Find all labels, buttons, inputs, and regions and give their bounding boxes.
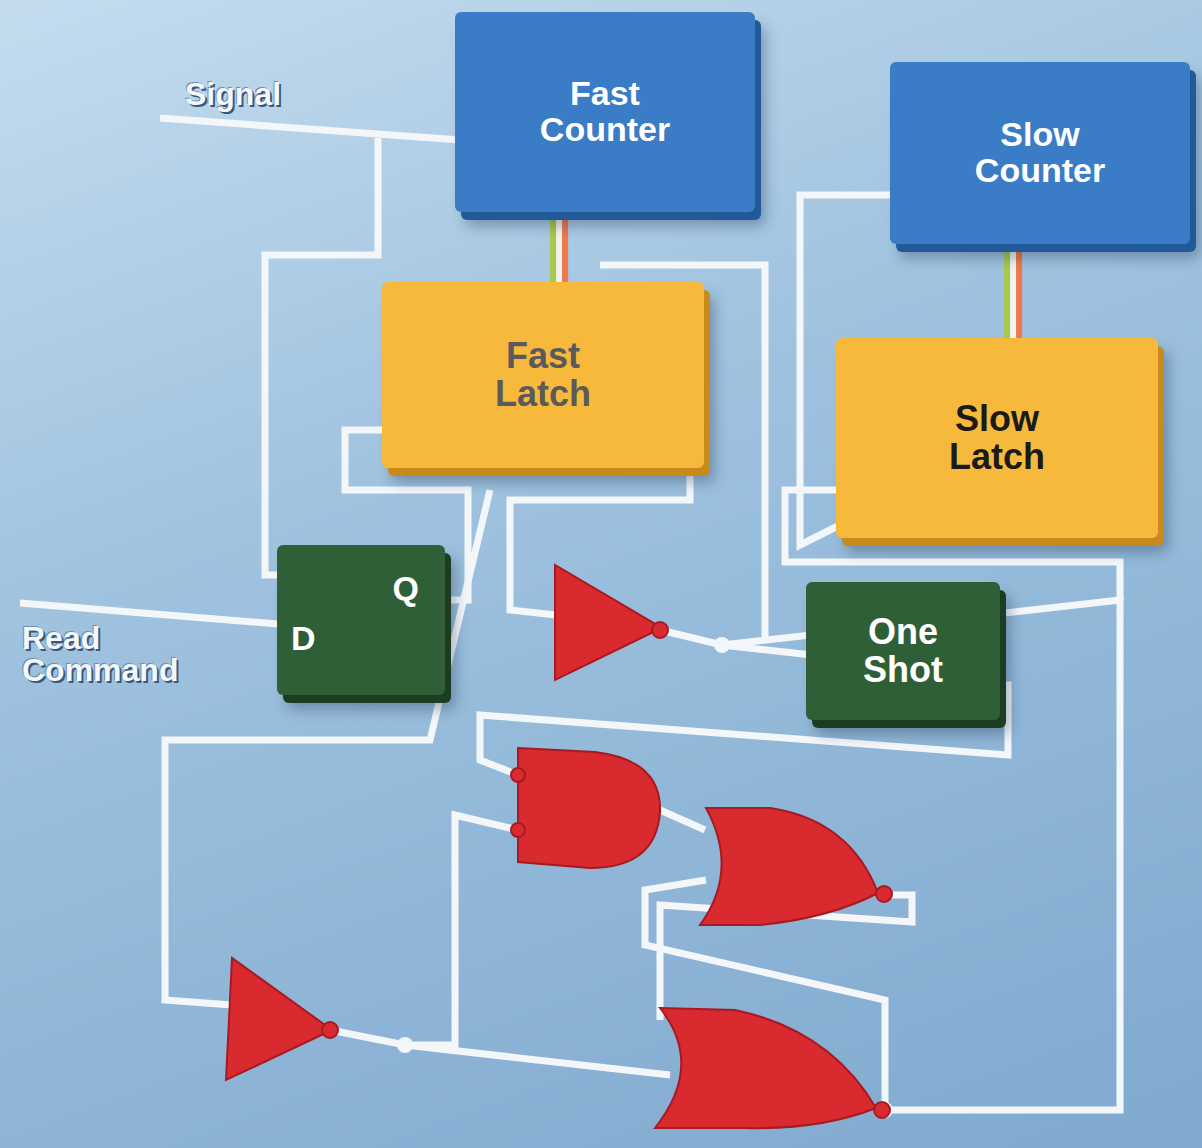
gate-bubble xyxy=(874,1102,890,1118)
flip-flop-box: QD xyxy=(277,545,445,695)
box-title: One Shot xyxy=(863,613,943,689)
buffer-gate xyxy=(226,958,332,1080)
buffer2-output-wire xyxy=(330,1030,670,1075)
read-command-wire xyxy=(20,603,290,625)
gate-pin xyxy=(511,768,525,782)
signal-branch-wire xyxy=(265,138,378,575)
bus-stripe xyxy=(562,212,568,282)
fast-latch-loop-wire xyxy=(600,265,765,640)
gate-bubble xyxy=(322,1022,338,1038)
signal-wire xyxy=(160,118,460,140)
bus-stripe xyxy=(1010,244,1016,338)
and-input-wire xyxy=(405,815,518,1045)
buffer-gate xyxy=(555,565,662,680)
signal-name: Read Command xyxy=(22,622,242,686)
slow-latch-loop-wire xyxy=(785,490,1120,600)
bus-stripe xyxy=(556,212,562,282)
junction-dot xyxy=(397,1037,413,1053)
and-output-wire xyxy=(660,810,705,830)
and-gate xyxy=(518,748,660,868)
bus-stripe xyxy=(550,212,556,282)
signal-name: Signal xyxy=(185,78,281,110)
latch-box: Slow Latch xyxy=(836,338,1158,538)
gate-bubble xyxy=(876,886,892,902)
pin-name: Q xyxy=(393,571,419,607)
gate-pin xyxy=(511,823,525,837)
counter-box: Slow Counter xyxy=(890,62,1190,244)
box-title: Fast Latch xyxy=(495,337,591,413)
pin-name: D xyxy=(291,621,316,657)
gate-bubble xyxy=(652,622,668,638)
q-output-wire xyxy=(345,430,468,600)
data-bus xyxy=(553,212,565,282)
latch-box: Fast Latch xyxy=(382,282,704,468)
box-title: Slow Latch xyxy=(949,400,1045,476)
wire-set xyxy=(20,118,1120,1110)
box-title: Fast Counter xyxy=(540,76,670,147)
bus-stripe xyxy=(1016,244,1022,338)
box-title: Slow Counter xyxy=(975,117,1105,188)
counter-box: Fast Counter xyxy=(455,12,755,212)
q-to-buffer-wire xyxy=(165,490,490,1005)
gates xyxy=(226,565,892,1128)
nor-gate xyxy=(700,808,878,925)
junction-dot xyxy=(714,637,730,653)
nor-gate xyxy=(655,1008,876,1128)
bus-stripe xyxy=(1004,244,1010,338)
one-shot-box: One Shot xyxy=(806,582,1000,720)
data-bus xyxy=(1007,244,1019,338)
